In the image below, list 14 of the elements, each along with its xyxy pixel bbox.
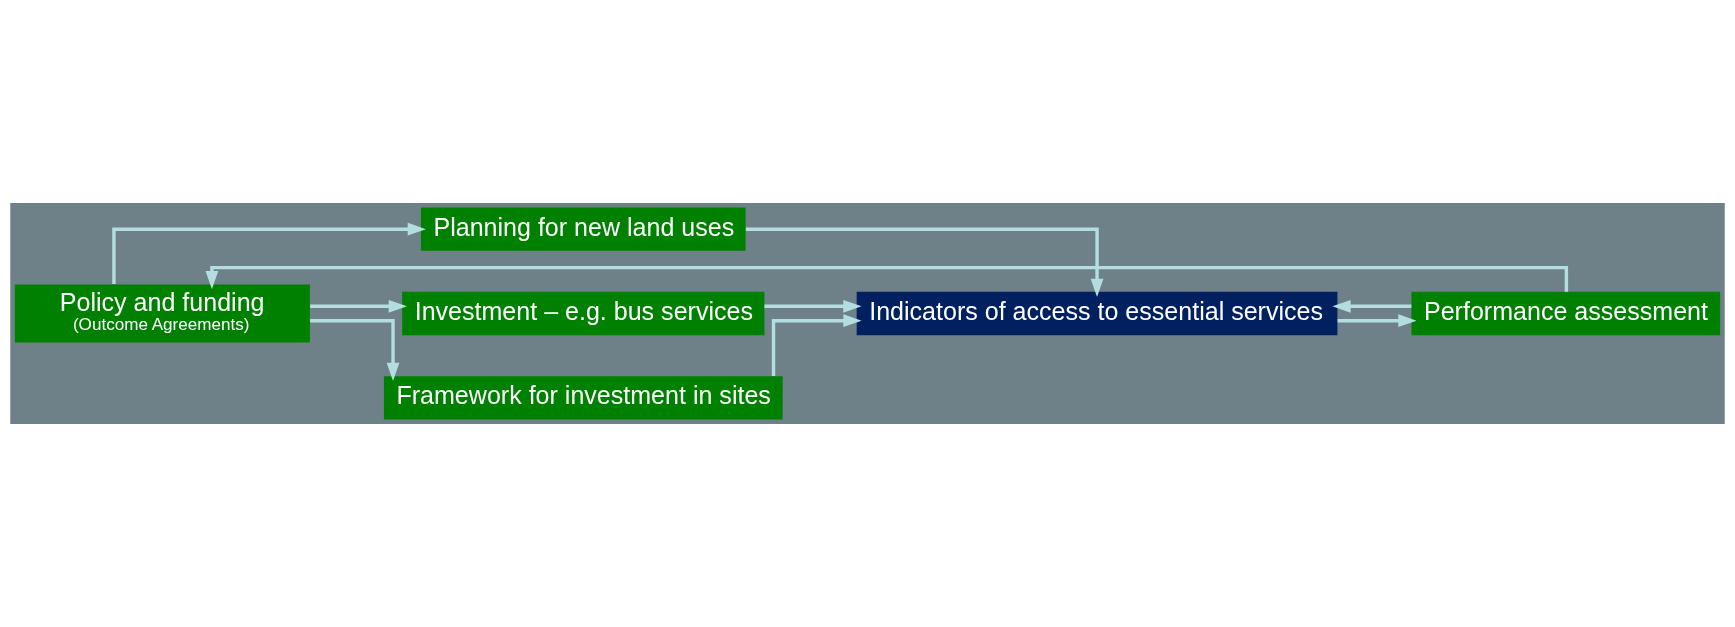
arrow — [1337, 314, 1417, 328]
node-box: Policy and funding (Outcome Agreements) — [14, 284, 310, 343]
node-box: Indicators of access to essential services — [856, 291, 1338, 336]
arrow — [764, 299, 862, 313]
arrow — [310, 299, 407, 313]
arrow — [771, 314, 862, 376]
node-box: Performance assessment — [1411, 291, 1721, 336]
node-box: Planning for new land uses — [420, 207, 746, 251]
arrow — [1332, 299, 1412, 313]
arrow — [745, 227, 1104, 297]
arrow — [112, 222, 426, 284]
arrow — [310, 319, 400, 382]
node-box: Framework for investment in sites — [383, 376, 783, 420]
node-box: Investment – e.g. bus services — [402, 291, 765, 336]
